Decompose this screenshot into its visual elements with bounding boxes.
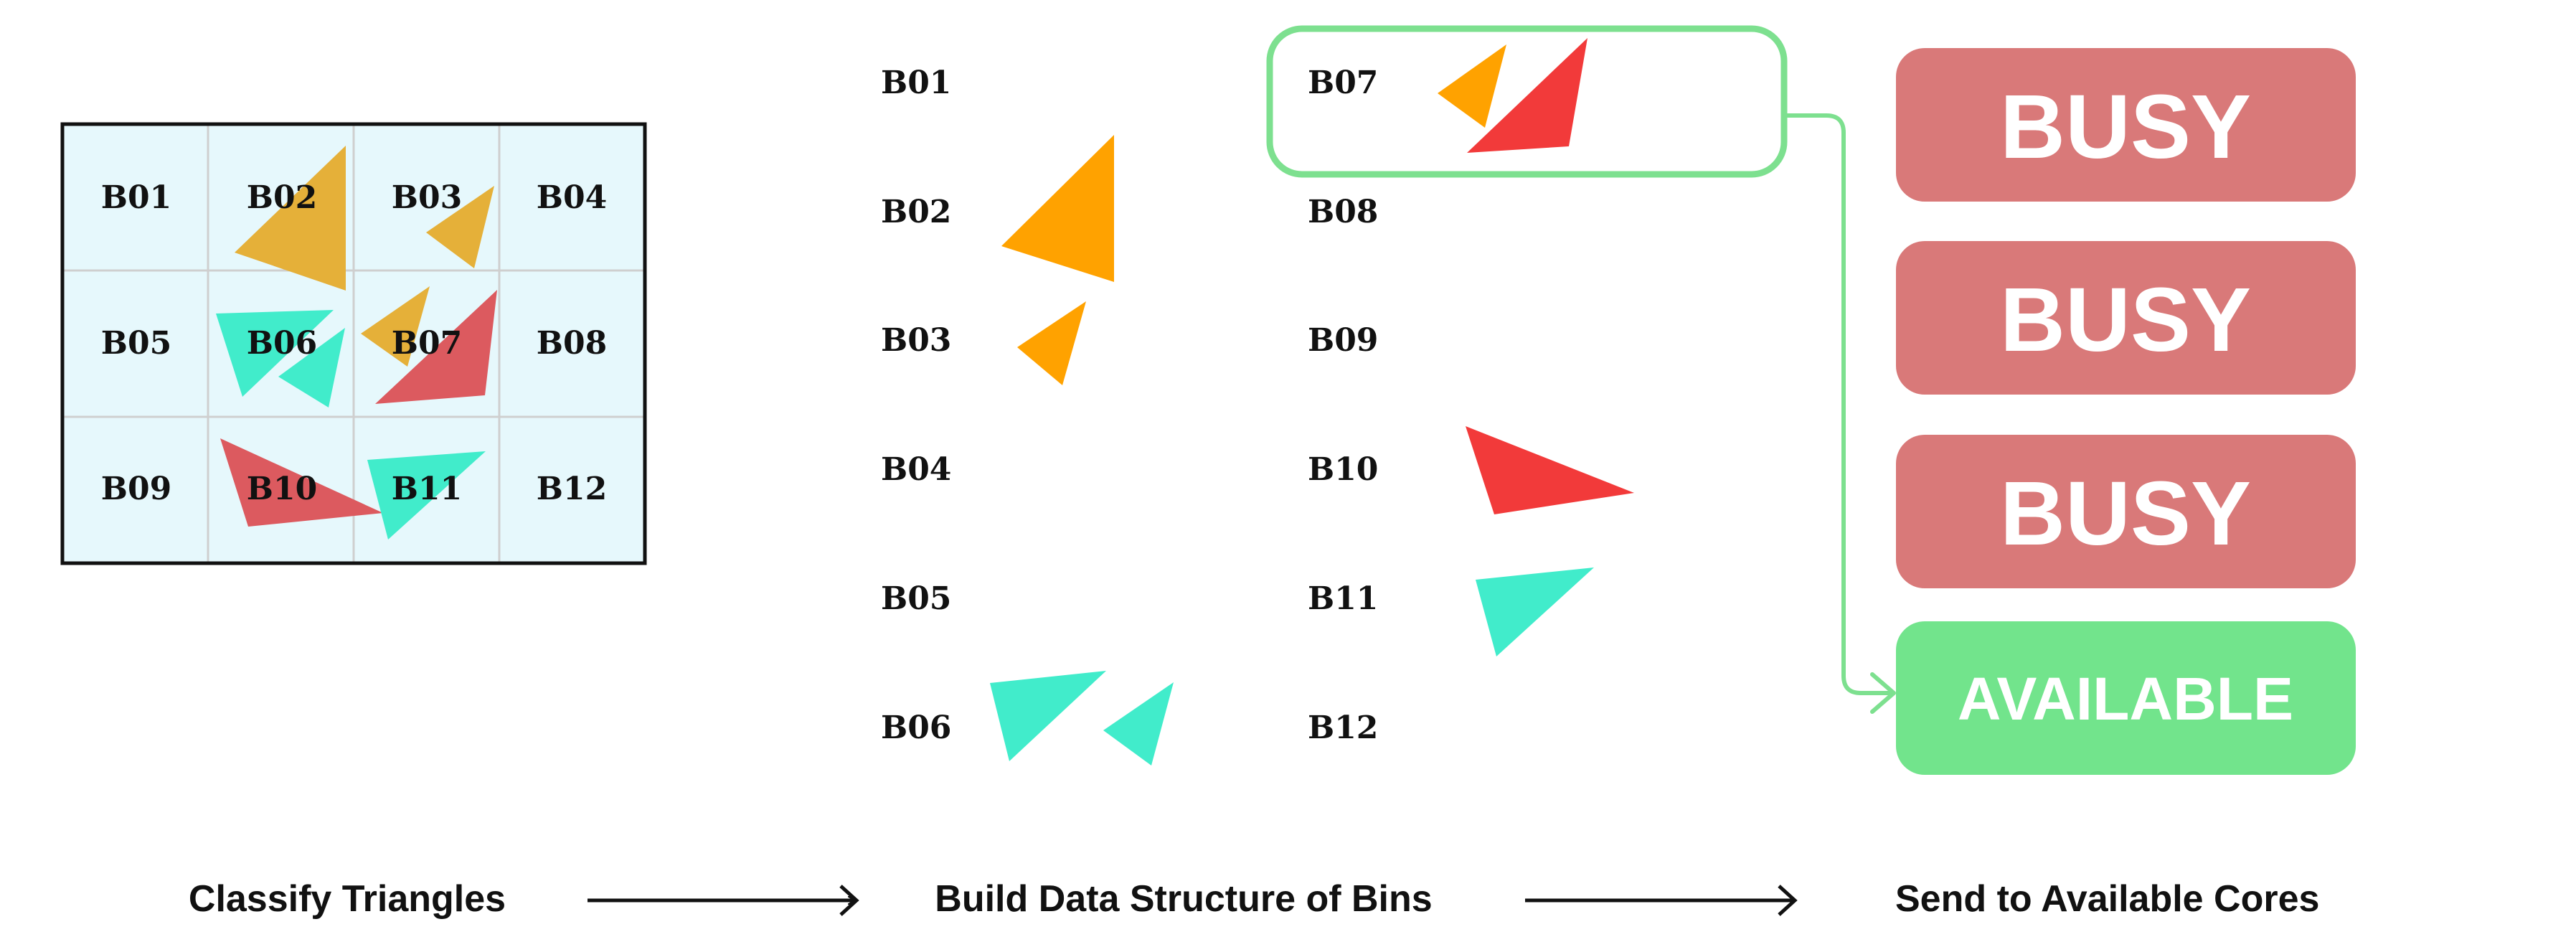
bin-label: B02 <box>881 194 951 230</box>
grid-triangle-red-mid <box>375 290 497 404</box>
core-busy <box>1896 241 2356 395</box>
grid-lines <box>62 124 645 563</box>
bin-b02-triangle-orange <box>1001 135 1114 282</box>
step-arrow-head <box>839 885 859 916</box>
bin-label: B01 <box>881 65 951 101</box>
core-status-label: BUSY <box>2000 76 2251 177</box>
grid-label: B10 <box>247 471 317 507</box>
grid-label: B08 <box>537 325 607 362</box>
core-busy <box>1896 435 2356 588</box>
grid-labels: B01 B02 B03 B04 B05 B06 B07 B08 B09 B10 … <box>101 179 607 507</box>
grid-triangle-orange-mid <box>361 286 430 367</box>
grid-label: B02 <box>247 179 317 216</box>
grid-triangle-cyan-upper <box>216 310 334 397</box>
grid-triangle-cyan-lower <box>278 328 345 408</box>
bin-b10-triangle-red <box>1466 426 1634 514</box>
bin-label: B12 <box>1308 710 1378 746</box>
bin-label: B09 <box>1308 322 1378 359</box>
core-status-label: BUSY <box>2000 463 2251 564</box>
bin-b07-triangle-orange <box>1438 44 1506 128</box>
dispatch-arrowhead <box>1870 672 1896 714</box>
grid-label: B04 <box>537 179 607 216</box>
grid-border <box>60 122 647 565</box>
highlighted-bin-box <box>1266 25 1788 178</box>
bin-label: B11 <box>1308 580 1378 617</box>
bin-label: B03 <box>881 322 951 359</box>
grid-label: B05 <box>101 325 171 362</box>
bin-label: B10 <box>1308 451 1378 488</box>
grid-triangle-red-lower <box>220 438 383 527</box>
step-arrow-head <box>1778 885 1798 916</box>
core-status-label: BUSY <box>2000 269 2251 370</box>
grid-label: B06 <box>247 325 317 362</box>
grid-label: B03 <box>392 179 462 216</box>
bin-label: B06 <box>881 710 951 746</box>
core-busy <box>1896 48 2356 202</box>
bin-label: B05 <box>881 580 951 617</box>
grid-label: B07 <box>392 325 462 362</box>
bin-b11-triangle-cyan <box>1476 567 1594 656</box>
bin-b07-triangle-red <box>1467 38 1587 153</box>
grid-triangle-orange-small <box>426 186 494 268</box>
step-classify-label: Classify Triangles <box>189 878 506 920</box>
step-build-label: Build Data Structure of Bins <box>935 878 1432 920</box>
bin-b03-triangle-orange <box>1017 301 1086 385</box>
grid-triangle-cyan-bottom <box>367 451 486 540</box>
bin-b06-triangle-cyan-a <box>990 671 1106 761</box>
cores: BUSY BUSY BUSY AVAILABLE <box>1896 48 2356 775</box>
bin-label: B08 <box>1308 194 1378 230</box>
grid-label: B09 <box>101 471 171 507</box>
bin-b06-triangle-cyan-b <box>1103 682 1174 766</box>
grid-label: B11 <box>392 471 462 507</box>
pipeline-steps: Classify Triangles Build Data Structure … <box>189 878 2320 920</box>
core-status-label: AVAILABLE <box>1958 665 2293 733</box>
grid-label: B12 <box>537 471 607 507</box>
step-send-label: Send to Available Cores <box>1895 878 2319 920</box>
core-available <box>1896 621 2356 775</box>
bin-label: B04 <box>881 451 951 488</box>
dispatch-connector <box>1786 113 1891 695</box>
bin-label: B07 <box>1308 65 1378 101</box>
triangle-grid: B01 B02 B03 B04 B05 B06 B07 B08 B09 B10 … <box>60 122 647 565</box>
grid-triangle-orange-large <box>235 146 346 291</box>
bin-list: B01 B02 B03 B04 B05 B06 B07 B08 B09 B10 … <box>881 25 1788 766</box>
grid-label: B01 <box>101 179 171 216</box>
